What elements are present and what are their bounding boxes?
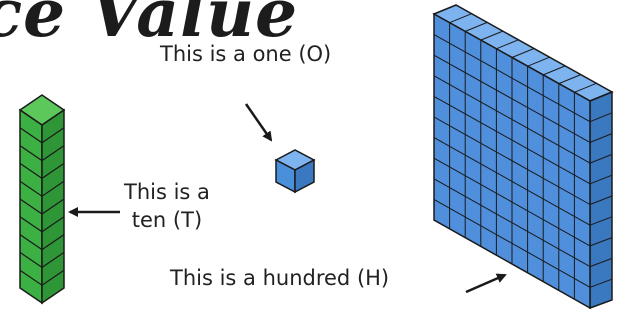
hundred-side-line [589, 195, 613, 205]
ten-rod-segment-line [19, 145, 65, 162]
arrow-to-one [244, 103, 273, 142]
hundred-top-line [558, 74, 581, 85]
ten-rod-segment-line [19, 198, 65, 215]
hundred-top-line [511, 48, 535, 58]
ten-label-line2: ten (T) [131, 208, 203, 232]
hundred-top-line [449, 13, 472, 24]
hundred-side-line [589, 153, 613, 164]
hundred-grid-line [433, 116, 591, 205]
page-title: ce Value [0, 0, 299, 52]
hundred-top-line [574, 82, 597, 93]
hundred-side-line [589, 237, 613, 247]
hundred-top-line [527, 56, 550, 67]
hundred-top-line [465, 21, 488, 32]
hundred-side-line [589, 216, 613, 226]
hundred-flat-block [432, 4, 614, 310]
ten-rod-segment-line [19, 234, 65, 251]
hundred-top-line [543, 65, 566, 76]
hundred-label: This is a hundred (H) [170, 266, 390, 290]
ten-rod-segment-line [19, 180, 65, 197]
ten-label-line1: This is a [124, 180, 210, 204]
hundred-side-line [589, 257, 613, 268]
one-label: This is a one (O) [160, 42, 332, 66]
hundred-grid-line [433, 137, 591, 226]
ten-rod-segment-line [19, 269, 65, 286]
ten-rod-segment-line [19, 251, 65, 269]
ten-rod-segment-line [19, 162, 65, 180]
ten-rod-segment-line [19, 216, 65, 233]
ten-label: This is a ten (T) [124, 178, 210, 234]
hundred-top-line [480, 30, 503, 41]
ten-rod-segment-line [19, 127, 65, 144]
hundred-grid-line [433, 178, 591, 268]
ten-rod-block [18, 94, 66, 305]
arrow-to-hundred [465, 273, 507, 294]
hundred-top-line [496, 39, 519, 50]
hundred-side-line [589, 112, 613, 123]
hundred-grid-line [433, 198, 591, 288]
one-cube-block [274, 149, 316, 194]
hundred-side-line [589, 278, 613, 288]
hundred-side-line [589, 133, 613, 143]
hundred-side-line [589, 174, 613, 185]
hundred-grid-line [433, 157, 591, 247]
